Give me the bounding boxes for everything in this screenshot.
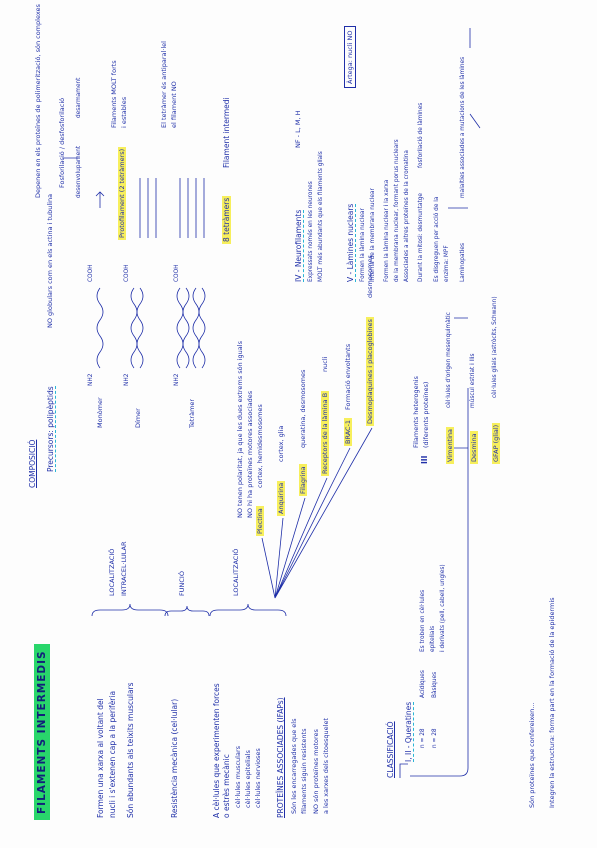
gfap-desc: cèl·lules glials (astròcits, Schwann): [492, 296, 498, 398]
loc2-bullet-2: cèl·lules epitelials: [244, 750, 252, 808]
lamines-desc-2: Interna de la membrana nuclear: [370, 188, 376, 282]
lamines-note-7: enzima: MPF: [444, 245, 450, 282]
dimer-nh2: NH2: [124, 373, 130, 386]
gfap-label: GFAP (glial): [492, 422, 500, 464]
proteines-line-1: Són les encarregades que els: [290, 718, 298, 815]
brac-label: BRAC-1: [344, 417, 352, 446]
tetramer-label: Tetràmer: [188, 398, 196, 428]
brac-desc: Formació envoltants: [344, 343, 352, 410]
lamines-note-9: malalties associades a mutacions de les …: [460, 56, 466, 198]
neurofilaments-label: IV - Neurofilaments: [294, 209, 304, 282]
loc2-bullet-1: cèl·lules musculars: [234, 745, 242, 808]
fosforilacio-text: Fosforilació / desfosforilació: [58, 97, 66, 188]
anquirina-label: Anquirina: [277, 480, 285, 516]
proteines-line-4: a les xarxes dels citoesquelet: [322, 717, 330, 814]
neurofilaments-desc-1: Expressats només en les neurones: [308, 181, 314, 282]
lamines-desc-1: Formen la làmina nuclear: [360, 208, 366, 282]
anquirina-desc: cortex, glia: [277, 425, 285, 462]
page-title: FILAMENTS INTERMEDIS: [34, 644, 50, 820]
intro-line-1: Formen una xarxa al voltant del: [96, 698, 105, 818]
tipus-iii-desc: Filaments heterogenis: [412, 376, 420, 448]
queratines-basiques: Bàsiques: [432, 671, 438, 698]
desmoplaquines-label: Desmoplaquines i placoglobines: [366, 317, 374, 426]
bottom-note-2: Integren la estructura: forma part en la…: [548, 597, 556, 808]
vimentina-desc: cèl·lules d'origen mesenquimàtic: [446, 312, 452, 408]
lamines-box: Àrtega: nucli NO: [344, 26, 356, 88]
loc2-bullet-3: cèl·lules nervioses: [254, 748, 262, 808]
no-motor-text: NO hi ha proteïnes motores associades: [246, 390, 254, 518]
filaments-forts-text: Filaments MOLT forts: [110, 60, 118, 128]
localitzacio-label: LOCALITZACIÓ: [108, 548, 116, 596]
funcio-line: Resistència mecànica (cel·lular): [170, 698, 179, 818]
desarmament-text: desarmament: [76, 77, 82, 118]
proteines-line-3: NO són proteïnes motores: [312, 729, 320, 814]
desenvolupament-text: desenvolupament: [76, 145, 82, 198]
lamines-note-5: fosforilació de làmines: [418, 102, 424, 168]
classificacio-header: CLASSIFICACIÓ: [386, 721, 395, 778]
queratines-acidiques: Acídiques: [420, 670, 426, 698]
queratines-n-2: n = 28: [432, 728, 438, 748]
tetramer-cooh: COOH: [174, 264, 180, 282]
queratines-note-2: epitelials: [430, 625, 436, 652]
tetramer-note: El tetràmer és antiparal·lel: [160, 41, 168, 128]
tetramer-nh2: NH2: [174, 373, 180, 386]
neurofilaments-nf: NF - L, M, H: [294, 110, 302, 148]
protofilament-label: Protofilament (2 tetràmers): [118, 146, 126, 240]
queratines-label: I, II - Queratines: [404, 701, 414, 762]
loc2-line-1: A cèl·lules que experimenten forces: [212, 683, 221, 818]
desmina-desc: múscul estriat i llis: [470, 353, 476, 408]
precursor-text: Precursors: polipèptids: [46, 386, 56, 472]
composicio-header: COMPOSICIÓ: [28, 439, 37, 488]
no-polaritat-text: NO tenen polaritat, ja que les dues extr…: [236, 341, 244, 518]
lamines-note-6: Es disgreguen per acció de la: [434, 196, 440, 282]
localitzacio-value: INTRACEL·LULAR: [120, 541, 128, 596]
vimentina-label: Vimentina: [446, 426, 454, 464]
tipus-iii-desc-2: (diferents proteïnes): [422, 381, 430, 448]
lamina-receptor-desc: nucli: [321, 356, 329, 372]
lamines-note-1: Formen la làmina nuclear i la xarxa: [384, 179, 390, 282]
filagrina-desc: queratina, desmosomes: [299, 369, 307, 448]
funcio-label: FUNCIÓ: [178, 571, 186, 596]
neurofilaments-desc-2: MOLT més abundants que els filaments gli…: [318, 151, 324, 282]
plectina-desc: cortex, hemidesmosomes: [256, 404, 264, 488]
estables-text: i estables: [120, 96, 128, 128]
dimer-cooh: COOH: [124, 264, 130, 282]
bottom-note-1: Són proteïnes que confereixen...: [528, 702, 536, 808]
no-globular-text: NO globulars com en els actina i tubulin…: [46, 193, 54, 328]
plectina-label: Plectina: [256, 506, 264, 536]
monomer-cooh: COOH: [88, 264, 94, 282]
queratines-n-1: n = 28: [420, 728, 426, 748]
lamines-note-2: de la membrana nuclear, formant porus nu…: [394, 139, 400, 282]
localitzacio-2-label: LOCALITZACIÓ: [232, 548, 240, 596]
intro-line-3: Són abundants als teixits musculars: [126, 682, 135, 818]
queratines-note-1: Es troben en cèl·lules: [420, 589, 426, 652]
no-polar-note: el filament NO: [170, 81, 178, 128]
vuit-tetramers: 8 tetràmers: [222, 195, 231, 244]
proteines-header: PROTEÏNES ASSOCIADES (IFAPs): [276, 697, 285, 818]
intro-line-2: nucli i s'extenen cap a la perifèria: [108, 690, 117, 818]
queratines-note-3: i derivats (pell, cabell, ungles): [440, 564, 446, 652]
proteines-line-2: filaments siguin resistents: [300, 728, 308, 814]
lamina-receptor-label: Receptors de la làmina B: [321, 390, 329, 476]
monomer-label: Monòmer: [96, 397, 104, 428]
lamines-label: V - Làmines nuclears: [346, 203, 356, 282]
dimer-label: Dímer: [134, 408, 142, 428]
loc2-line-2: o estrès mecànic: [222, 754, 231, 818]
lamines-note-8: Laminopaties: [460, 243, 466, 282]
lamines-note-3: Associades a altres proteïnes de la crom…: [404, 150, 410, 282]
depenen-text: Depenen en els proteïnes de polimeritzac…: [34, 4, 42, 198]
tipus-iii-label: III: [420, 455, 429, 464]
filament-intermedi-label: Filament intermedi: [222, 97, 231, 168]
filagrina-label: Filagrina: [299, 464, 307, 496]
lamines-note-4: Durant la mitosi: desmuntatge: [418, 193, 424, 282]
desmina-label: Desmina: [470, 431, 478, 464]
monomer-nh2: NH2: [88, 373, 94, 386]
